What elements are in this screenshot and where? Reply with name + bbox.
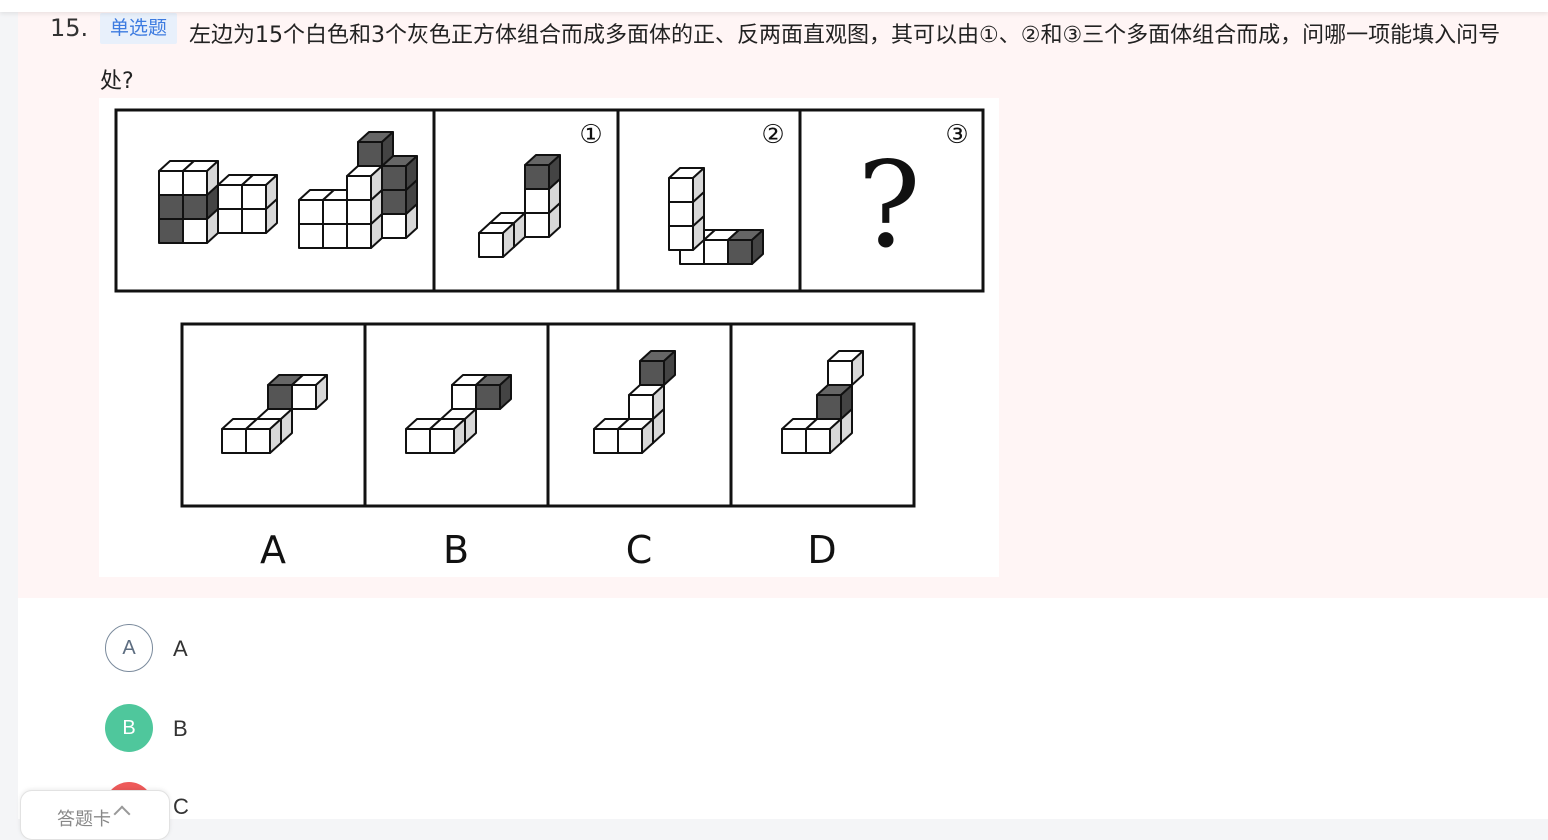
option-a-label: A <box>173 636 188 661</box>
option-a-badge[interactable]: A <box>105 624 153 672</box>
cube <box>475 374 512 410</box>
cube <box>245 418 282 454</box>
panel-mark-2: ② <box>761 120 784 150</box>
top-panel-row <box>114 108 985 293</box>
cube <box>357 131 394 167</box>
main-content: 15. 左边为15个白色和3个灰色正方体组合而成多面体的正、反两面直观图，其可以… <box>18 0 1548 830</box>
question-type-tag: 单选题 <box>100 13 178 44</box>
cube <box>429 418 466 454</box>
option-c-label: C <box>173 794 189 819</box>
cube <box>628 384 665 420</box>
cube <box>617 418 654 454</box>
question-number: 15. <box>50 14 89 42</box>
cube <box>816 384 853 420</box>
cube <box>827 350 864 386</box>
cube <box>291 374 328 410</box>
top-bar <box>0 0 1548 12</box>
cube <box>524 154 561 190</box>
cube <box>241 174 278 210</box>
option-letter-d: D <box>807 528 836 572</box>
option-b-label: B <box>173 716 188 741</box>
cube <box>727 229 764 265</box>
question-figure: ① ② ③ ? A B C D <box>99 98 999 577</box>
cube-puzzle-image: ① ② ③ ? A B C D <box>114 108 985 572</box>
cube <box>805 418 842 454</box>
cube <box>668 167 705 203</box>
question-text: 左边为15个白色和3个灰色正方体组合而成多面体的正、反两面直观图，其可以由①、②… <box>100 23 1501 94</box>
answer-card-button[interactable]: 答题卡 <box>20 790 170 840</box>
question-area: 15. 左边为15个白色和3个灰色正方体组合而成多面体的正、反两面直观图，其可以… <box>18 0 1548 598</box>
option-letter-a: A <box>260 528 286 572</box>
cube <box>346 165 383 201</box>
option-letter-b: B <box>443 528 469 572</box>
cube <box>381 155 418 191</box>
cube <box>639 350 676 386</box>
cube <box>182 160 219 196</box>
chevron-up-icon <box>113 805 131 823</box>
panel-mark-1: ① <box>579 120 602 150</box>
question-mark: ? <box>857 136 920 274</box>
option-panel-row <box>180 322 916 508</box>
option-letter-c: C <box>626 528 653 572</box>
panel-mark-3: ③ <box>945 120 968 150</box>
option-b-badge[interactable]: B <box>105 704 153 752</box>
cube <box>478 222 515 258</box>
answer-card-label: 答题卡 <box>57 809 111 829</box>
